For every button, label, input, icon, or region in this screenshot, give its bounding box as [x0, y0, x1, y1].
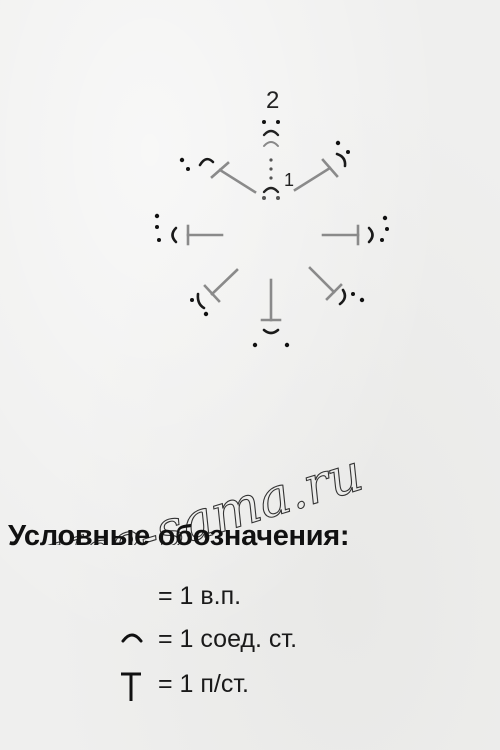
round-2-stitches: [186, 158, 360, 322]
chain-stitch-symbol: [155, 225, 159, 229]
chain-stitch-symbol: [203, 311, 209, 317]
chain-stitch-symbol: [190, 298, 194, 302]
chain-stitch-icon: [118, 580, 146, 616]
slip-stitch-icon: [121, 633, 143, 643]
chain-stitch-symbol: [359, 297, 365, 303]
round-2-label: 2: [266, 87, 279, 114]
legend-item-text: = 1 п/ст.: [158, 670, 250, 698]
legend-item-slip-stitch: = 1 соед. ст.: [118, 623, 438, 659]
round-1-label: 1: [284, 170, 294, 190]
round-2-chain-stitches: [154, 120, 389, 348]
slip-stitch-symbol: [263, 141, 279, 147]
legend-item-text: = 1 в.п.: [158, 582, 242, 610]
chain-stitch-symbol: [276, 120, 280, 124]
legend-item-chain-stitch: = 1 в.п.: [118, 580, 418, 616]
slip-stitch-symbol: [367, 226, 374, 244]
slip-stitch-symbol: [335, 152, 347, 168]
chain-stitch-symbol: [157, 238, 161, 242]
half-double-crochet-symbol: [293, 158, 339, 192]
half-double-crochet-symbol: [308, 266, 343, 301]
chain-stitch-symbol: [382, 215, 388, 221]
chain-stitch-symbol: [262, 120, 266, 124]
chain-stitch-symbol: [385, 227, 389, 231]
chain-stitch-symbol: [179, 157, 185, 163]
chain-stitch-symbol: [154, 213, 160, 219]
chain-stitch-symbol: [186, 167, 190, 171]
chain-stitch-symbol: [346, 150, 350, 154]
chain-stitch-symbol: [252, 342, 258, 348]
slip-stitch-symbol: [171, 226, 178, 244]
slip-stitch-symbol: [338, 288, 347, 306]
slip-stitch-symbol: [262, 186, 280, 194]
round-2-slip-stitches: [171, 152, 374, 335]
half-double-crochet-symbol: [203, 268, 239, 303]
slip-stitch-symbol: [262, 129, 280, 137]
chain-stitch-symbol: [380, 238, 384, 242]
half-double-crochet-symbol: [210, 161, 257, 194]
legend-title: Условные обозначения:: [8, 520, 350, 552]
crochet-chart: 2 1: [154, 87, 389, 348]
chain-stitch-symbol: [351, 292, 355, 296]
legend-item-half-double-crochet: = 1 п/ст.: [118, 668, 418, 704]
half-double-crochet-symbol: [260, 278, 282, 322]
legend-item-text: = 1 соед. ст.: [158, 625, 298, 653]
slip-stitch-symbol: [262, 328, 280, 335]
half-double-crochet-icon: [121, 672, 141, 701]
slip-stitch-symbol: [198, 157, 215, 167]
site-watermark: Vse-sama.ru: [40, 442, 370, 545]
center-chain-dots: [262, 158, 280, 200]
center-ring: [262, 129, 280, 194]
chain-stitch-symbol: [284, 342, 290, 348]
slip-stitch-symbol: [196, 292, 206, 310]
half-double-crochet-symbol: [186, 224, 224, 246]
half-double-crochet-symbol: [321, 224, 360, 246]
chain-stitch-symbol: [335, 140, 341, 146]
